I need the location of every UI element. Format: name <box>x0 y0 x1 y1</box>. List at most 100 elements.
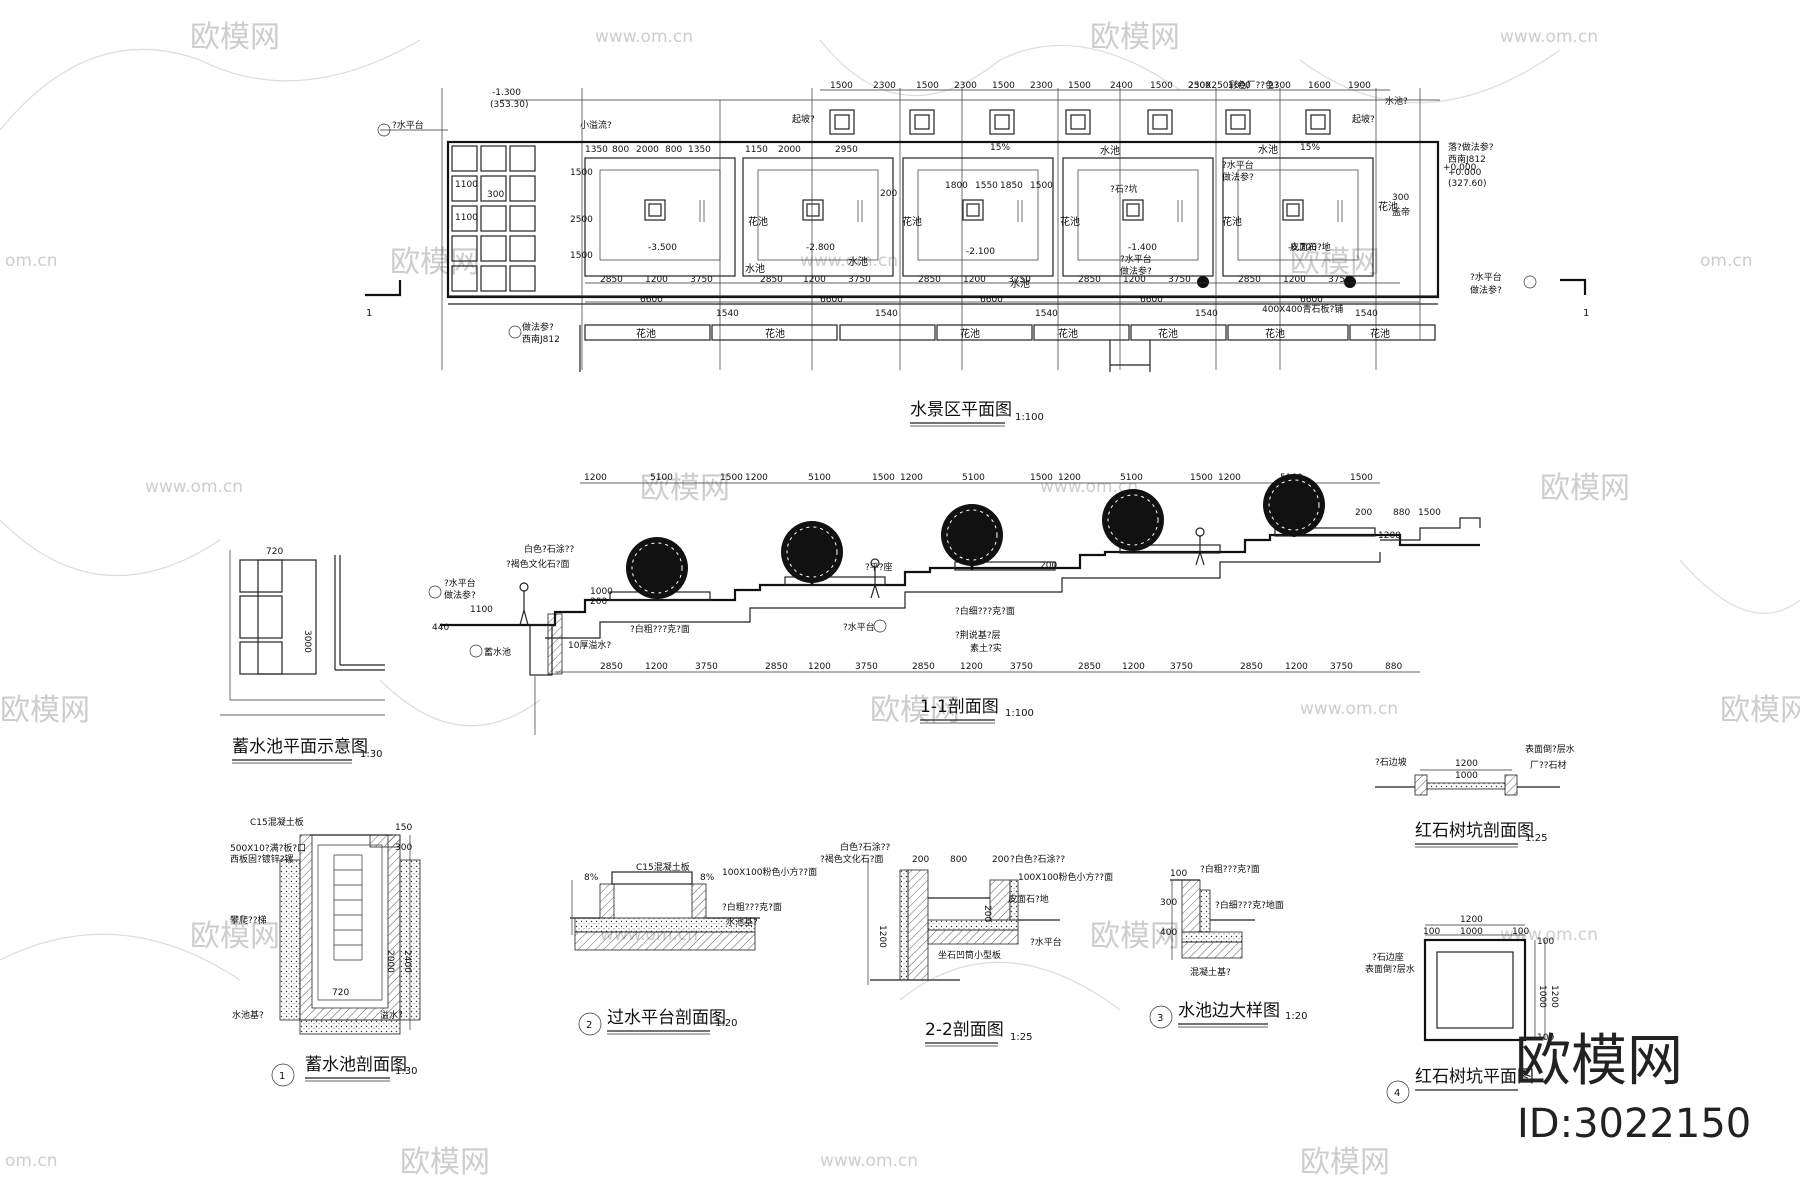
sec11-top-dim: 1200 <box>1218 473 1241 483</box>
tankplan-dim: 3000 <box>302 630 312 653</box>
treepitplan-dim: 1200 <box>1549 985 1559 1008</box>
sec11-bottom-dim: 1200 <box>1285 662 1308 672</box>
plan-pool-label: 水池 <box>1100 144 1120 157</box>
plan-side-bed: 花池 <box>1222 215 1242 228</box>
sec11-dim: 440 <box>432 623 449 633</box>
wm-url-8: www.om.cn <box>1300 699 1398 719</box>
plan-tree-dot <box>1344 276 1356 288</box>
plan-top-dim: 2300 <box>1030 81 1053 91</box>
platform-title: 过水平台剖面图 <box>607 1008 726 1028</box>
sec11-label: 白色?石涂?? <box>524 543 575 555</box>
plan-left-paving <box>451 145 536 292</box>
sec11-dim: 200 <box>1355 508 1372 518</box>
plan-callout: 400X400青石板?铺 <box>1262 303 1343 315</box>
tree-1 <box>626 537 688 600</box>
plan-top-dim: 2300 <box>1268 81 1291 91</box>
plan-pools <box>584 157 1374 288</box>
wm-brand-3: 欧模网 <box>390 245 480 280</box>
plan-misc-dim: 300 <box>487 190 504 200</box>
plan-bottom-dim2: 1540 <box>1355 309 1378 319</box>
plan-misc-dim: 1500 <box>570 168 593 178</box>
section-mark-right: 1 <box>1583 308 1589 319</box>
wm-brand-10: 欧模网 <box>190 919 280 954</box>
sec11-bottom-dim: 3750 <box>1330 662 1353 672</box>
plan-pool-label: 水池 <box>1258 143 1278 156</box>
plan-outline <box>446 140 1440 299</box>
plan-elevation: -2.100 <box>966 247 995 257</box>
tree-pit-section: 1200 1000 ?石边坡 表面倒?层水 厂??石材 红石树坑剖面图 1:25 <box>1375 743 1575 848</box>
watermark-id: ID:3022150 <box>1517 1101 1751 1147</box>
plan-misc-dim: 2500 <box>570 215 593 225</box>
plan-callout: 做法参? <box>522 321 554 333</box>
plan-row2-dim: 2000 <box>778 145 801 155</box>
sec11-top-dim: 1500 <box>872 473 895 483</box>
plan-callout: ?水平台 <box>1120 253 1152 265</box>
sec22-dim: 800 <box>950 855 967 865</box>
sec11-bottom-dim: 2850 <box>912 662 935 672</box>
sec11-top-dim: 5100 <box>808 473 831 483</box>
plan-bottom-dimensions: 2850 1200 3750 2850 1200 3750 2850 1200 … <box>585 275 1420 319</box>
sec11-label: 素土?实 <box>970 642 1002 654</box>
sec11-dim: 1000 <box>590 587 613 597</box>
sec11-human-figures <box>519 527 1205 626</box>
tankplan-title: 蓄水池平面示意图 <box>232 737 368 757</box>
platform-section: C15混凝土板 100X100粉色小方??面 ?白粗???克?面 水池基? 8%… <box>570 861 817 1036</box>
tanksec-label: C15混凝土板 <box>250 816 304 828</box>
plan-bottom-dim2: 6600 <box>1140 295 1163 305</box>
watermark-background: 欧模网 www.om.cn 欧模网 www.om.cn om.cn 欧模网 ww… <box>0 20 1800 1180</box>
plan-pool-label: 水池 <box>848 255 868 268</box>
tanksec-label: 溢水? <box>380 1009 403 1021</box>
tankplan-dim: 720 <box>266 547 283 557</box>
wm-url-6: www.om.cn <box>145 477 243 497</box>
sec11-label: ?荆说基?层 <box>955 629 1001 641</box>
treepitsec-label: 表面倒?层水 <box>1525 743 1575 755</box>
plan-callout: 盖帝 <box>1392 206 1410 218</box>
plan-side-bed: 花池 <box>902 215 922 228</box>
detail-number-2: 2 <box>586 1020 592 1031</box>
sec11-label: ?水平台 <box>444 577 476 589</box>
treepitplan-dim: 100 <box>1423 927 1440 937</box>
tank-plan: 720 3000 蓄水池平面示意图 1:30 <box>220 547 385 764</box>
plan-misc-dim: 1850 <box>1000 181 1023 191</box>
plan-callout: (327.60) <box>1448 179 1487 189</box>
tanksec-dim: 720 <box>332 988 349 998</box>
plan-bottom-dim: 3750 <box>848 275 871 285</box>
platform-label: 水池基? <box>726 916 758 928</box>
treepitplan-dim: 1000 <box>1537 985 1547 1008</box>
plan-top-dim: 2300 <box>873 81 896 91</box>
plan-bottom-dim: 3750 <box>690 275 713 285</box>
pooledge-dim: 100 <box>1170 869 1187 879</box>
treepitplan-dim: 1000 <box>1460 927 1483 937</box>
plan-misc-dim: 1550 <box>975 181 998 191</box>
tanksec-label: 西板固?镀锌?镙 <box>230 853 294 865</box>
plan-callout: 250X250彩色厂??色? <box>1188 79 1279 91</box>
wm-brand-1: 欧模网 <box>190 20 280 55</box>
treepitsec-scale: 1:25 <box>1525 833 1547 844</box>
tanksec-label: 攀爬??梯 <box>230 914 267 926</box>
treepitsec-label: 厂??石材 <box>1530 759 1567 771</box>
plan-bottom-dim: 2850 <box>1078 275 1101 285</box>
sec22-dim: 200 <box>982 905 992 922</box>
treepitplan-dim: 1200 <box>1460 915 1483 925</box>
tanksec-scale: 1:30 <box>395 1066 417 1077</box>
treepitplan-dim: 100 <box>1537 1033 1554 1043</box>
tanksec-title: 蓄水池剖面图 <box>305 1055 407 1075</box>
sec11-top-dim: 5100 <box>650 473 673 483</box>
wm-url-3: om.cn <box>5 251 58 271</box>
plan-bed-label: 花池 <box>1265 327 1285 340</box>
plan-scale: 1:100 <box>1015 412 1044 423</box>
plan-callouts: ?水平台 小溢流? 起坡? 水池? 起坡? 250X250彩色厂??色? ?水平… <box>377 79 1537 345</box>
wm-url-4: www.om.cn <box>800 251 898 271</box>
plan-callout: 起坡? <box>792 113 815 125</box>
treepitplan-dim: 100 <box>1512 927 1529 937</box>
sec11-label: 做法参? <box>444 589 476 601</box>
plan-callout: 皮面石?地 <box>1290 241 1331 253</box>
plan-elevation: -3.500 <box>648 243 677 253</box>
sec11-bottom-dim: 2850 <box>765 662 788 672</box>
detail-number-3: 3 <box>1157 1013 1163 1024</box>
plan-bottom-dim2: 1540 <box>1195 309 1218 319</box>
platform-label: ?白粗???克?面 <box>722 901 782 913</box>
plan-bottom-dim2: 1540 <box>875 309 898 319</box>
sec11-dim: 200 <box>1040 561 1057 571</box>
sec11-label: ?水平台 <box>843 621 875 633</box>
